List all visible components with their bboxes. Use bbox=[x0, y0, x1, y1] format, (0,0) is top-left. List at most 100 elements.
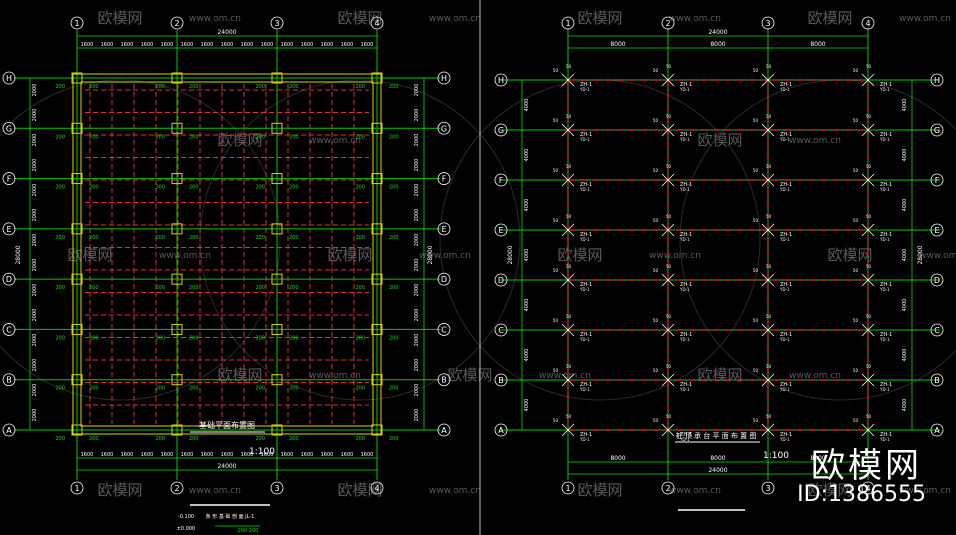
right-pile-dim: 50 bbox=[766, 414, 772, 419]
left-column-pad bbox=[71, 323, 83, 335]
right-pile-dim: 50 bbox=[866, 214, 872, 219]
right-dim-side-overall-left: 28000 bbox=[507, 245, 514, 264]
right-pile-dim: 50 bbox=[866, 64, 872, 69]
left-axis-left-B-label: B bbox=[6, 376, 12, 385]
right-pile-dim: 50 bbox=[666, 164, 672, 169]
right-axis-top-2-label: 2 bbox=[665, 19, 670, 28]
right-dim-segment-top: 8000 bbox=[810, 41, 825, 48]
right-pile-tag: ZH-1 bbox=[880, 282, 892, 288]
right-pile-tag2: YD-1 bbox=[879, 287, 890, 292]
right-pile-cap-mark bbox=[861, 173, 875, 187]
left-column-tag: 200 bbox=[55, 386, 65, 392]
left-column-tag: 200 bbox=[155, 335, 165, 341]
left-axis-top-4-label: 4 bbox=[374, 19, 379, 28]
left-dim-segment-top: 1600 bbox=[281, 42, 294, 48]
right-pile-dim: 50 bbox=[566, 364, 572, 369]
left-dim-segment-bottom: 1600 bbox=[101, 452, 114, 458]
right-dim-side-right-text: 4000 bbox=[902, 399, 908, 412]
right-pile-dim: 50 bbox=[566, 64, 572, 69]
right-axis-left-D-label: D bbox=[498, 276, 504, 285]
left-axis-bottom-3-circle bbox=[270, 481, 284, 495]
left-column-pad bbox=[171, 223, 183, 235]
left-column-tag: 200 bbox=[355, 185, 365, 191]
right-pile-tag: ZH-1 bbox=[580, 282, 592, 288]
left-column-tag: 200 bbox=[389, 335, 399, 341]
left-axis-top-3-label: 3 bbox=[274, 19, 279, 28]
right-axis-bottom-1-circle bbox=[561, 481, 575, 495]
right-pile-tag2: YD-1 bbox=[879, 237, 890, 242]
right-axis-bottom-2-circle bbox=[661, 481, 675, 495]
left-axis-left-E-circle bbox=[2, 222, 16, 236]
right-pile-dim: 50 bbox=[753, 168, 759, 173]
right-dim-side-left-text: 4000 bbox=[524, 349, 530, 362]
right-pile-cap-mark bbox=[761, 223, 775, 237]
left-dim-side-left-text: 2000 bbox=[32, 284, 38, 297]
left-dim-segment-bottom: 1600 bbox=[281, 452, 294, 458]
left-axis-left-B-circle bbox=[2, 373, 16, 387]
left-axis-right-D-label: D bbox=[441, 275, 447, 284]
right-axis-top-1-circle bbox=[561, 16, 575, 30]
right-dim-side-right-text: 4000 bbox=[902, 249, 908, 262]
left-axis-top-1-label: 1 bbox=[74, 19, 79, 28]
right-pile-dim: 50 bbox=[853, 418, 859, 423]
left-axis-bottom-4-circle bbox=[370, 481, 384, 495]
right-pile-cap-mark bbox=[861, 223, 875, 237]
left-dim-side-right-text: 2000 bbox=[414, 259, 420, 272]
right-axis-bottom-3-label: 3 bbox=[765, 484, 770, 493]
left-column-pad bbox=[371, 223, 383, 235]
right-pile-tag: ZH-1 bbox=[680, 232, 692, 238]
watermark-brand-tile: 欧模网 bbox=[577, 9, 622, 27]
right-axis-right-H-label: H bbox=[934, 76, 940, 85]
left-column-tag: 200 bbox=[289, 285, 299, 291]
right-pile-tag: ZH-1 bbox=[880, 182, 892, 188]
right-pile-dim: 50 bbox=[766, 214, 772, 219]
left-axis-right-C-circle bbox=[437, 323, 451, 336]
right-axis-left-F-label: F bbox=[499, 176, 504, 185]
right-pile-cap-mark bbox=[561, 223, 575, 237]
right-pile-tag: ZH-1 bbox=[780, 82, 792, 88]
left-axis-left-C-label: C bbox=[6, 325, 12, 334]
right-pile-cap-mark bbox=[761, 123, 775, 137]
left-column-tag: 200 bbox=[389, 436, 399, 442]
right-axis-left-E-circle bbox=[494, 223, 508, 237]
left-column-pad bbox=[71, 122, 83, 134]
right-pile-tag: ZH-1 bbox=[680, 182, 692, 188]
right-plan-scale: 1:100 bbox=[763, 451, 789, 461]
watermark-site-tile: www.om.cn bbox=[789, 136, 841, 146]
right-axis-top-3-circle bbox=[761, 16, 775, 30]
right-pile-cap-mark bbox=[761, 323, 775, 337]
right-pile-dim: 50 bbox=[566, 214, 572, 219]
left-dim-segment-top: 1600 bbox=[341, 42, 354, 48]
left-dim-segment-top: 1600 bbox=[301, 42, 314, 48]
right-axis-top-3-label: 3 bbox=[765, 19, 770, 28]
left-dim-segment-bottom: 1600 bbox=[201, 452, 214, 458]
left-dim-side-right-text: 2000 bbox=[414, 284, 420, 297]
right-pile-tag2: YD-1 bbox=[679, 337, 690, 342]
left-column-tag: 200 bbox=[55, 185, 65, 191]
right-pile-dim: 50 bbox=[753, 218, 759, 223]
right-pile-tag2: YD-1 bbox=[679, 437, 690, 442]
right-pile-dim: 50 bbox=[853, 318, 859, 323]
left-column-tag: 200 bbox=[155, 84, 165, 90]
left-dim-segment-bottom: 1600 bbox=[221, 452, 234, 458]
right-pile-dim: 50 bbox=[553, 218, 559, 223]
left-dim-side-right-text: 2000 bbox=[414, 359, 420, 372]
left-column-pad bbox=[271, 323, 283, 335]
right-pile-tag: ZH-1 bbox=[880, 432, 892, 438]
left-column-tag: 200 bbox=[89, 84, 99, 90]
right-pile-tag2: YD-1 bbox=[579, 87, 590, 92]
left-column-tag: 200 bbox=[289, 436, 299, 442]
left-column-pad bbox=[371, 122, 383, 134]
left-axis-left-D-label: D bbox=[6, 275, 12, 284]
left-axis-right-B-label: B bbox=[441, 376, 447, 385]
right-pile-tag: ZH-1 bbox=[580, 82, 592, 88]
left-dim-overall-top-text: 24000 bbox=[217, 29, 236, 36]
left-dim-side-left-text: 2000 bbox=[32, 84, 38, 97]
left-column-pad bbox=[71, 374, 83, 386]
left-axis-top-4-circle bbox=[370, 16, 384, 30]
left-dim-side-left-text: 2000 bbox=[32, 309, 38, 322]
right-pile-tag2: YD-1 bbox=[879, 87, 890, 92]
right-pile-cap-mark bbox=[861, 323, 875, 337]
left-column-tag: 200 bbox=[55, 285, 65, 291]
left-axis-left-G-circle bbox=[2, 121, 16, 135]
